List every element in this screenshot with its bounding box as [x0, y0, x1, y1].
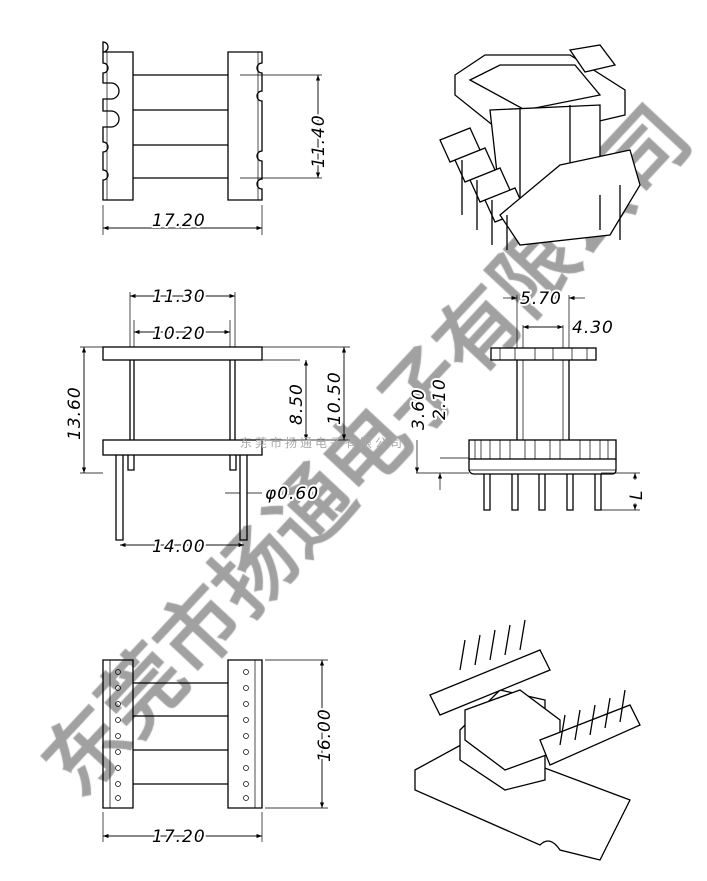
side-winding-height-dim: 8.50 [287, 383, 307, 425]
bottom-width-dim: 17.20 [152, 827, 206, 847]
pin-diameter-dim: φ0.60 [265, 484, 319, 504]
side-view: 11.30 10.20 13.60 8.50 10.50 φ0.60 14.00 [63, 285, 350, 559]
top-height-dim: 11.40 [309, 114, 329, 168]
end-outer-width-dim: 5.70 [520, 289, 562, 309]
top-width-dim: 17.20 [152, 211, 206, 231]
end-inner-width-dim: 4.30 [572, 318, 614, 338]
side-height-dim: 13.60 [65, 386, 85, 440]
end-base-height-dim: 3.60 [409, 388, 429, 430]
end-view: 5.70 4.30 3.60 2.10 L [407, 287, 649, 511]
top-view: 17.20 11.40 [102, 41, 331, 235]
small-watermark: 东莞市扬通电子有限公司 [240, 435, 405, 450]
bottom-view: 17.20 16.00 [102, 659, 337, 849]
iso-view-bottom [414, 619, 641, 861]
side-outer-width-dim: 11.30 [152, 287, 206, 307]
end-flange-thickness-dim: 2.10 [430, 378, 450, 420]
side-flange-height-dim: 10.50 [325, 371, 345, 425]
pin-pitch-dim: 14.00 [152, 537, 206, 557]
iso-view-top [439, 44, 641, 250]
pin-length-dim: L [627, 490, 647, 500]
side-inner-width-dim: 10.20 [152, 324, 206, 344]
bottom-height-dim: 16.00 [315, 708, 335, 762]
